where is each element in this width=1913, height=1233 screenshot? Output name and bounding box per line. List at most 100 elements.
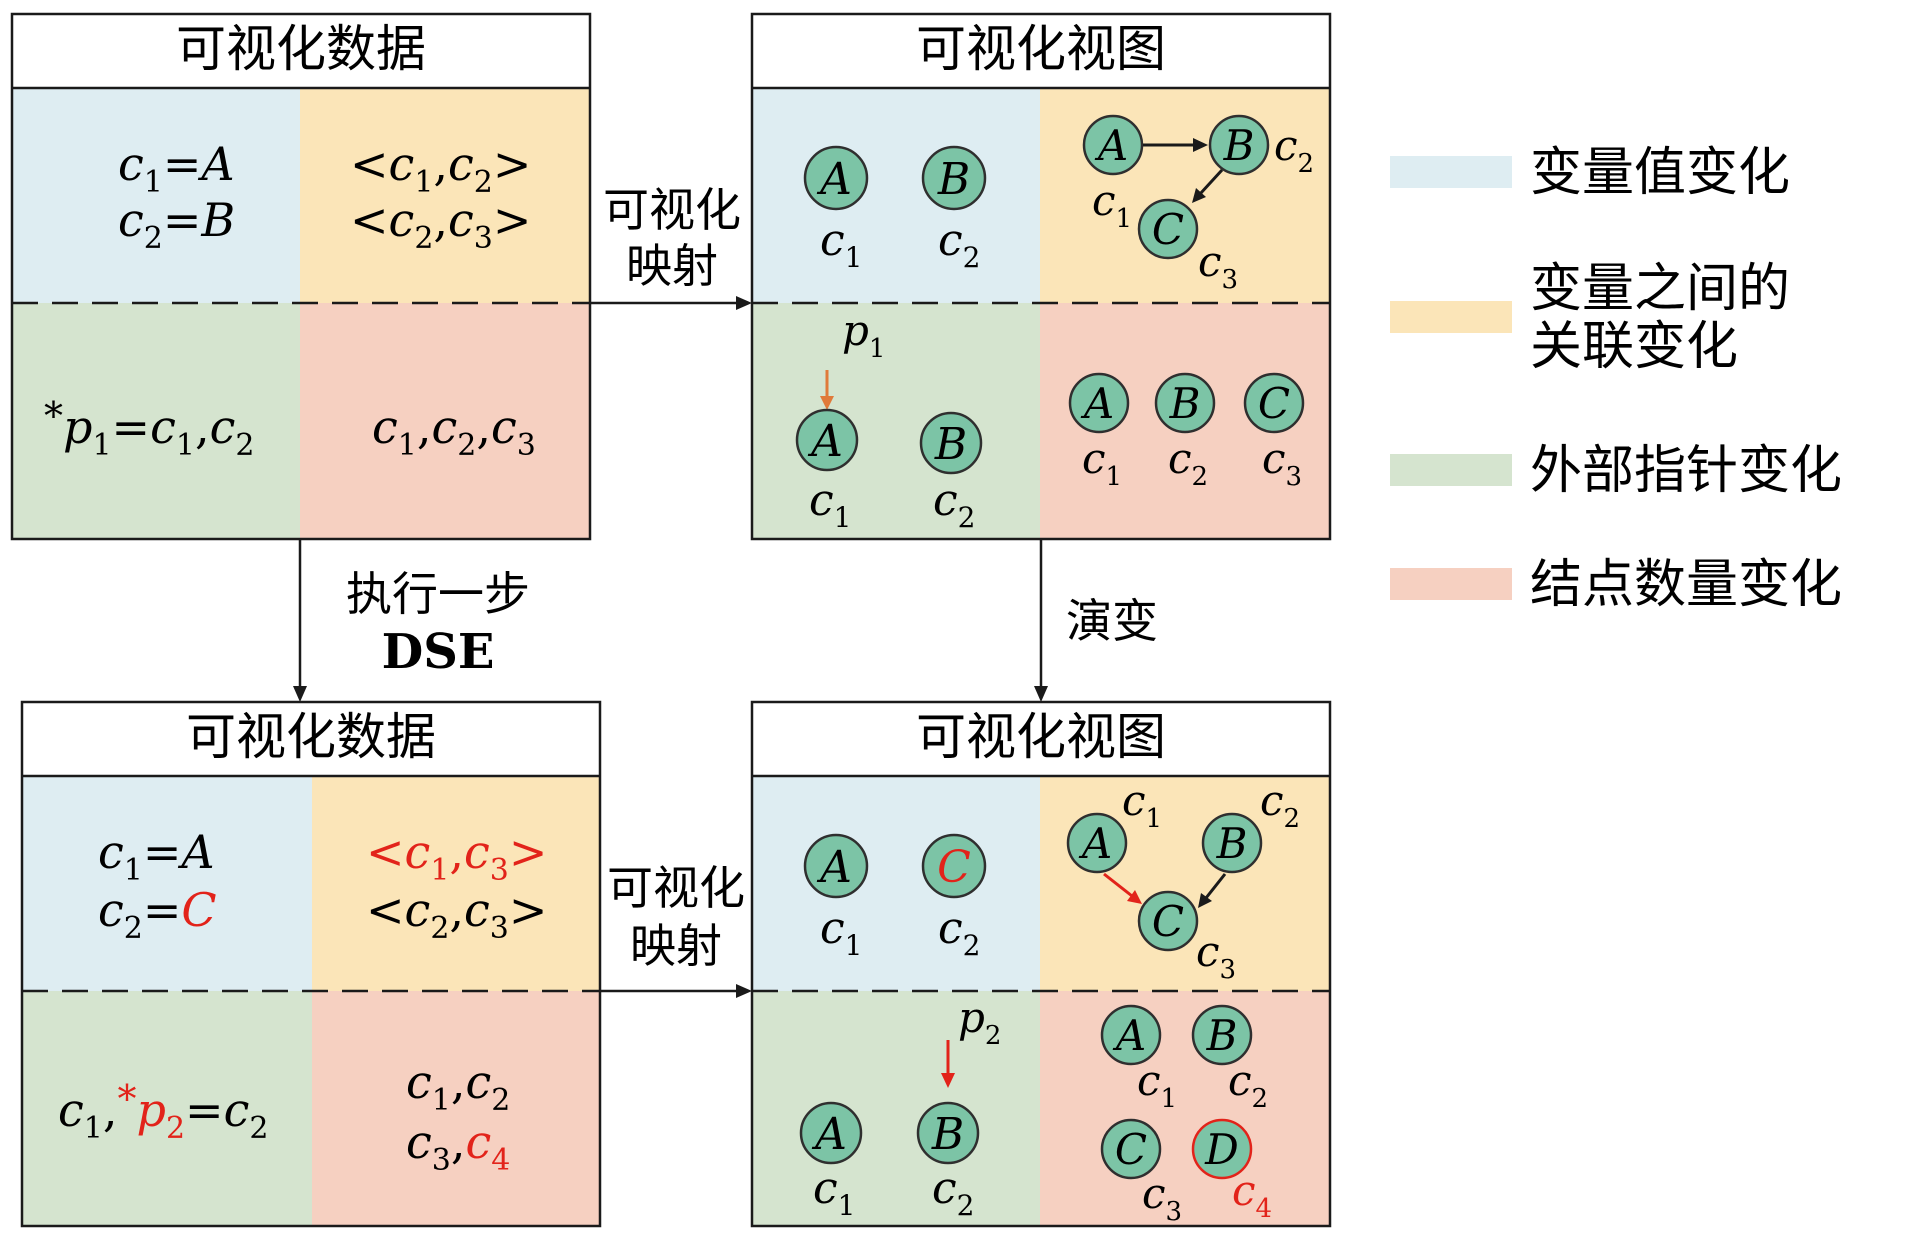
mapping-label-top-2: 映射 (626, 239, 718, 293)
expr-c2-eq-c: c2=C (98, 883, 217, 946)
node-b-label: B (937, 154, 970, 205)
legend-swatch-relation (1390, 301, 1512, 333)
arrowhead (1127, 890, 1142, 904)
expr-c3-c4: c3,c4 (406, 1115, 510, 1178)
node-a-label: A (816, 154, 852, 205)
expr-pair-c2-c3: <c2,c3> (366, 883, 547, 946)
var-c1: c1 (820, 215, 862, 274)
node-c-changed (921, 833, 987, 899)
expr-c2-eq-b: c2=B (118, 193, 235, 256)
step-label-2: DSE (382, 624, 495, 680)
mapping-label-bottom-1: 可视化 (607, 861, 745, 915)
node-b (916, 1101, 980, 1165)
node-c-label: C (1152, 205, 1184, 254)
pointer-p2: p2 (958, 993, 1001, 1051)
view-quadrant-value (752, 776, 1040, 991)
view-quadrant-pointer (752, 303, 1040, 539)
quadrant-value-change (22, 776, 312, 991)
legend-label-nodes: 结点数量变化 (1530, 555, 1842, 615)
view-quadrant-pointer (752, 991, 1040, 1226)
data-panel-bottom: 可视化数据 c1=A c2=C <c1,c3> <c2,c3> c1,*p2=c… (20, 700, 602, 1228)
var-c1: c1 (1082, 434, 1122, 492)
quadrant-value-change (12, 88, 300, 303)
expr-pair-c1-c3: <c1,c3> (366, 825, 547, 888)
var-c3: c3 (1262, 434, 1302, 492)
view-panel-bottom-header (752, 702, 1330, 776)
node-b-label: B (934, 419, 967, 470)
node-a (1066, 812, 1128, 874)
var-c3: c3 (1142, 1169, 1182, 1227)
evolve-label: 演变 (1066, 594, 1158, 648)
var-c1: c1 (820, 903, 862, 962)
var-c2: c2 (1260, 776, 1300, 834)
node-b (1201, 812, 1263, 874)
node-a (799, 1101, 863, 1165)
quadrant-node-count-change (312, 991, 600, 1226)
quadrant-node-count-change (300, 303, 590, 539)
legend-swatch-value (1390, 156, 1512, 188)
flow-mapping-top: 可视化 映射 (590, 183, 752, 310)
node-b-label: B (1206, 1011, 1238, 1060)
arrowhead (1034, 686, 1048, 702)
legend-label-pointer: 外部指针变化 (1530, 441, 1842, 501)
arrowhead (1193, 138, 1208, 152)
arrowhead (293, 686, 307, 702)
var-c1: c1 (1137, 1056, 1177, 1114)
data-panel-top-title: 可视化数据 (176, 20, 426, 78)
view-quadrant-value (752, 88, 1040, 303)
edge-b-c (1198, 168, 1224, 196)
node-c (1137, 890, 1199, 952)
var-c2: c2 (933, 475, 975, 534)
var-c1: c1 (809, 475, 851, 534)
node-c-label: C (937, 842, 971, 893)
arrowhead (820, 396, 834, 410)
expr-pair-c2-c3: <c2,c3> (350, 193, 531, 256)
node-b (1191, 1004, 1253, 1066)
var-c1: c1 (1122, 776, 1162, 834)
expr-c1-c2: c1,c2 (406, 1055, 510, 1118)
view-quadrant-relation (1040, 88, 1330, 303)
node-a-label: A (807, 416, 843, 467)
node-b-label: B (1169, 379, 1201, 428)
view-quadrant-nodes (1040, 991, 1330, 1226)
data-panel-bottom-header (22, 702, 600, 776)
data-panel-top-header (12, 14, 590, 88)
node-a-label: A (1078, 819, 1112, 868)
quadrant-relation-change (300, 88, 590, 303)
node-d-new (1191, 1118, 1253, 1180)
node-c (1137, 198, 1199, 260)
quadrant-pointer-change (22, 991, 312, 1226)
legend-swatch-pointer (1390, 454, 1512, 486)
edge-a-c-new (1103, 872, 1133, 898)
node-b (1208, 114, 1270, 176)
var-c4: c4 (1232, 1166, 1272, 1224)
node-a (1100, 1004, 1162, 1066)
node-a-label: A (1112, 1011, 1146, 1060)
view-panel-bottom-title: 可视化视图 (916, 708, 1166, 766)
expr-c1-eq-a: c1=A (98, 825, 215, 888)
node-b (919, 411, 983, 475)
arrowhead (736, 296, 752, 310)
flow-mapping-bottom: 可视化 映射 (600, 861, 752, 998)
var-c2: c2 (938, 215, 980, 274)
flow-step: 执行一步 DSE (293, 539, 530, 702)
expr-c1-eq-a: c1=A (118, 137, 235, 200)
node-a (1068, 372, 1130, 434)
node-a-label: A (1080, 379, 1114, 428)
legend-swatch-nodes (1390, 568, 1512, 600)
edge-b-c (1204, 873, 1227, 899)
node-c-label: C (1152, 897, 1184, 946)
var-c2: c2 (1228, 1056, 1268, 1114)
data-panel-bottom-title: 可视化数据 (186, 708, 436, 766)
flow-evolve: 演变 (1034, 539, 1158, 702)
expr-c1-c2-c3: c1,c2,c3 (372, 400, 536, 463)
node-b (921, 145, 987, 211)
var-c3: c3 (1196, 927, 1236, 985)
arrowhead (941, 1073, 955, 1088)
view-panel-top-header (752, 14, 1330, 88)
step-label-1: 执行一步 (346, 567, 530, 621)
view-panel-top-title: 可视化视图 (916, 20, 1166, 78)
var-c1: c1 (1092, 176, 1132, 234)
